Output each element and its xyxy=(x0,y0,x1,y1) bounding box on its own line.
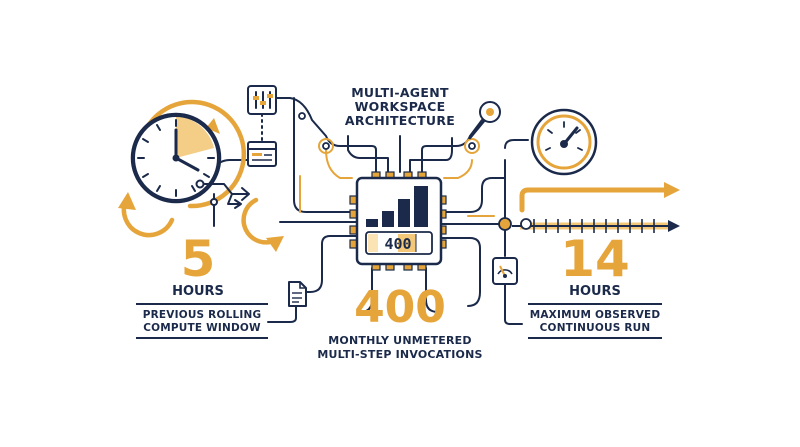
title-line-2: WORKSPACE xyxy=(354,99,446,114)
connector-ring-left xyxy=(318,138,334,154)
gauge-icon xyxy=(530,108,598,176)
left-stat-caption: PREVIOUS ROLLING COMPUTE WINDOW xyxy=(130,309,274,335)
right-caption-rule-bottom xyxy=(528,337,662,339)
diagram-title: MULTI-AGENT WORKSPACE ARCHITECTURE xyxy=(330,86,470,128)
title-line-3: ARCHITECTURE xyxy=(344,113,456,128)
refresh-arrows-icon xyxy=(118,192,284,252)
center-caption-line-1: MONTHLY UNMETERED xyxy=(328,334,472,347)
center-stat-value: 400 xyxy=(354,282,446,333)
right-caption-line-2: CONTINUOUS RUN xyxy=(539,322,651,334)
document-icon xyxy=(288,281,307,307)
split-arrow-icon xyxy=(195,179,250,227)
chip-readout-text: 400 xyxy=(384,235,411,253)
timeline-arrow-icon xyxy=(498,182,680,233)
sliders-icon xyxy=(247,85,277,115)
browser-window-icon xyxy=(247,141,277,167)
right-stat-unit: HOURS xyxy=(569,284,621,299)
left-caption-rule-top xyxy=(136,303,268,305)
chip-readout-display: 400 xyxy=(365,231,433,255)
left-stat-unit: HOURS xyxy=(172,284,224,299)
clock-icon xyxy=(130,99,247,209)
left-stat-value: 5 xyxy=(180,230,216,288)
right-stat-value: 14 xyxy=(560,230,630,288)
center-stat-caption: MONTHLY UNMETERED MULTI-STEP INVOCATIONS xyxy=(300,334,500,362)
center-caption-line-2: MULTI-STEP INVOCATIONS xyxy=(317,348,483,361)
left-caption-line-1: PREVIOUS ROLLING xyxy=(142,309,262,321)
caption-connectors xyxy=(267,299,506,323)
left-caption-line-2: COMPUTE WINDOW xyxy=(143,322,261,334)
map-pin-icon xyxy=(468,101,501,140)
right-stat-caption: MAXIMUM OBSERVED CONTINUOUS RUN xyxy=(522,309,668,335)
right-caption-line-1: MAXIMUM OBSERVED xyxy=(529,309,661,321)
connector-ring-right xyxy=(464,138,480,154)
meter-icon xyxy=(492,257,518,285)
left-caption-rule-bottom xyxy=(136,337,268,339)
right-caption-rule-top xyxy=(528,303,662,305)
title-line-1: MULTI-AGENT xyxy=(351,85,449,100)
circuit-wires-gold xyxy=(299,149,495,217)
bar-chart-icon xyxy=(366,186,428,227)
